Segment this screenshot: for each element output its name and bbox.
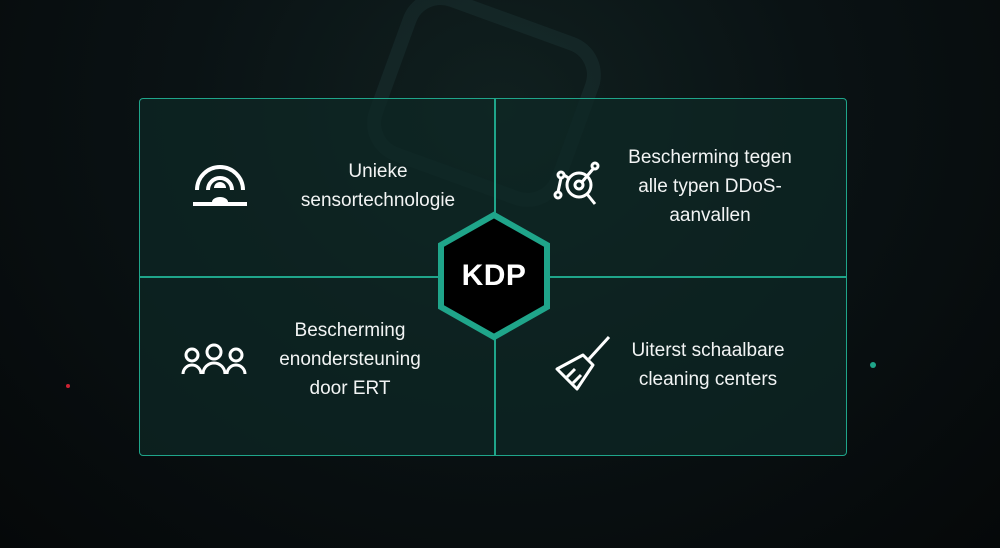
feature-text-line: Uiterst schaalbare: [631, 340, 785, 361]
feature-text-line: Unieke: [348, 161, 408, 182]
feature-text-line: door ERT: [309, 378, 391, 399]
feature-ddos-protection: Bescherming tegen alle typen DDoS- aanva…: [610, 143, 810, 230]
feature-text-line: cleaning centers: [638, 369, 778, 390]
feature-cleaning-centers: Uiterst schaalbare cleaning centers: [608, 336, 808, 394]
feature-sensor-technology: Unieke sensortechnologie: [268, 157, 488, 215]
feature-ert-support: Bescherming enondersteuning door ERT: [250, 316, 450, 403]
kdp-hexagon: [438, 211, 550, 341]
sensor-icon: [193, 165, 247, 206]
feature-text-line: Bescherming: [294, 320, 406, 341]
broom-icon: [555, 335, 611, 391]
background-dot: [870, 362, 876, 368]
kdp-label: KDP: [461, 259, 527, 292]
feature-text-line: aanvallen: [669, 205, 751, 226]
feature-text-line: Bescherming tegen: [628, 147, 792, 168]
background-dot: [66, 384, 70, 388]
feature-text-line: enondersteuning: [279, 349, 421, 370]
team-icon: [181, 343, 247, 375]
feature-text-line: sensortechnologie: [300, 190, 456, 211]
feature-text-line: alle typen DDoS-: [638, 176, 782, 197]
ddos-search-icon: [553, 161, 600, 205]
